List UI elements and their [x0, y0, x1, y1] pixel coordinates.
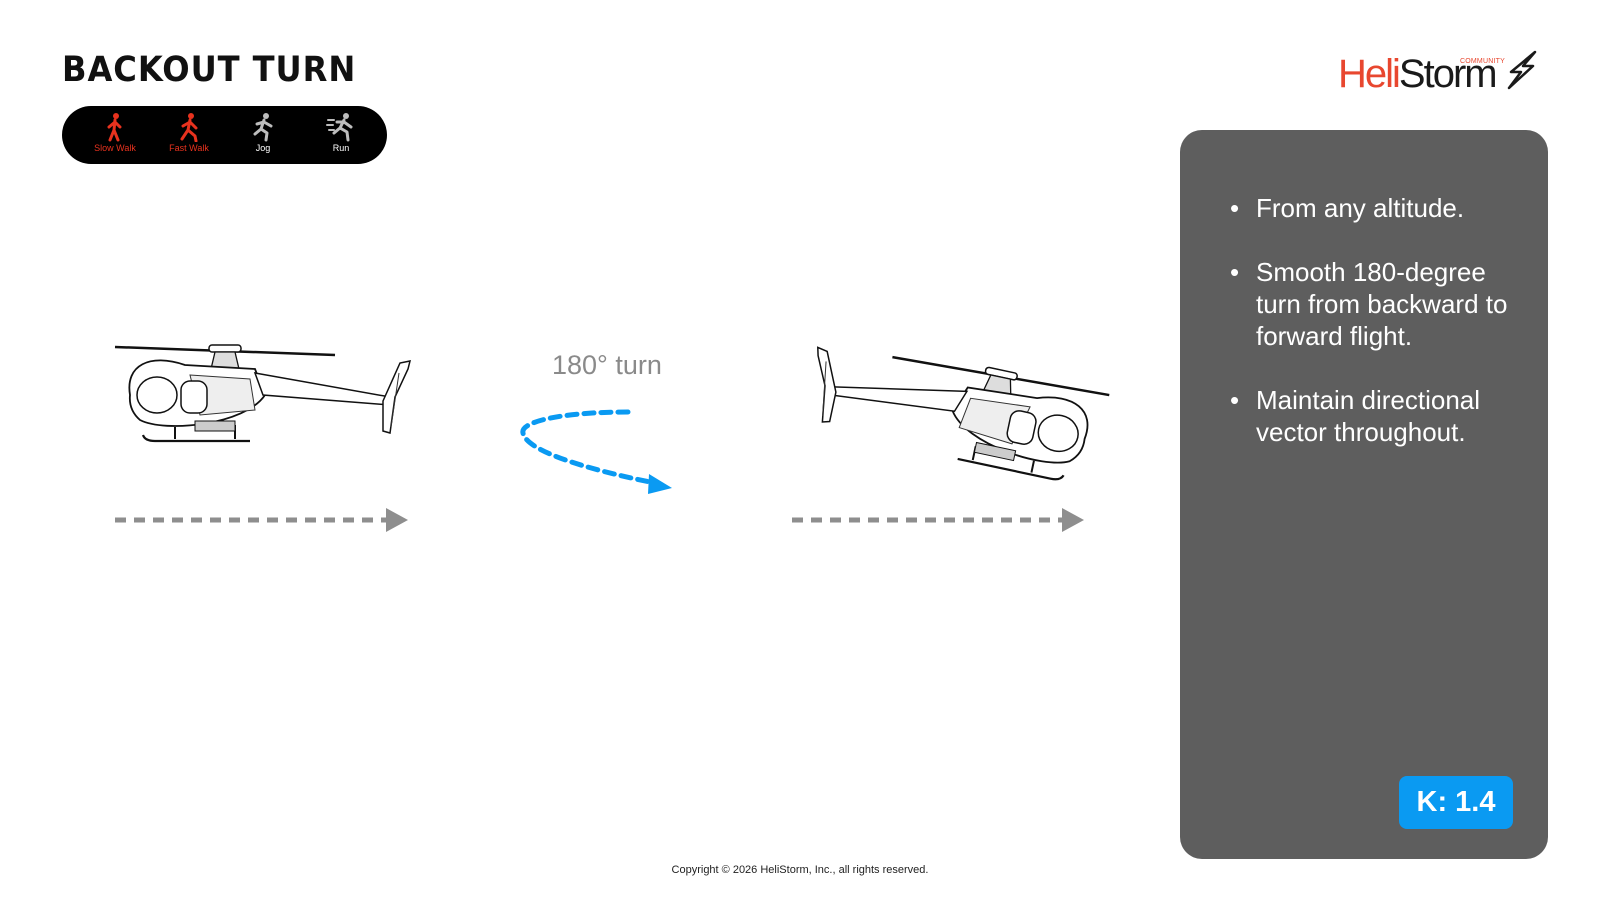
- helicopter-forward-image: [799, 330, 1111, 489]
- direction-arrowhead: [386, 508, 408, 532]
- direction-arrowhead: [1062, 508, 1084, 532]
- maneuver-diagram: [113, 330, 1111, 532]
- pace-label: Slow Walk: [94, 143, 136, 153]
- helicopter-backward-image: [113, 343, 412, 443]
- pace-fast-walk: Fast Walk: [154, 112, 224, 153]
- fast-walking-person-icon: [180, 113, 198, 142]
- running-person-icon: [326, 113, 353, 142]
- instruction-panel: From any altitude. Smooth 180-degree tur…: [1180, 130, 1548, 859]
- pace-jog: Jog: [228, 112, 298, 153]
- jogging-person-icon: [253, 113, 273, 142]
- logo-community: COMMUNITY: [1460, 58, 1505, 65]
- helistorm-logo: HeliStorm COMMUNITY: [1338, 50, 1538, 100]
- page-title: BACKOUT TURN: [62, 50, 357, 90]
- pace-indicator-bar: Slow Walk Fast Walk Jog Run: [62, 106, 387, 164]
- instruction-item: Maintain directional vector throughout.: [1230, 384, 1530, 448]
- walking-person-icon: [107, 113, 122, 142]
- k-factor-badge: K: 1.4: [1399, 776, 1513, 829]
- logo-wordmark: HeliStorm: [1338, 52, 1498, 97]
- pace-label: Jog: [255, 143, 271, 153]
- pace-slow-walk: Slow Walk: [80, 112, 150, 153]
- logo-brand-light: Heli: [1338, 52, 1401, 96]
- logo-brand-dark: Storm: [1398, 52, 1498, 96]
- turn-arrowhead: [648, 474, 672, 494]
- instruction-item: From any altitude.: [1230, 192, 1530, 224]
- turn-arrow-curve: [520, 409, 658, 486]
- pace-label: Fast Walk: [169, 143, 209, 153]
- pace-run: Run: [306, 112, 376, 153]
- copyright-text: Copyright © 2026 HeliStorm, Inc., all ri…: [671, 864, 929, 876]
- turn-label: 180° turn: [552, 350, 662, 380]
- lightning-bolt-icon: [1507, 50, 1537, 90]
- instruction-list: From any altitude. Smooth 180-degree tur…: [1230, 192, 1530, 480]
- instruction-item: Smooth 180-degree turn from backward to …: [1230, 256, 1530, 352]
- pace-label: Run: [332, 143, 350, 153]
